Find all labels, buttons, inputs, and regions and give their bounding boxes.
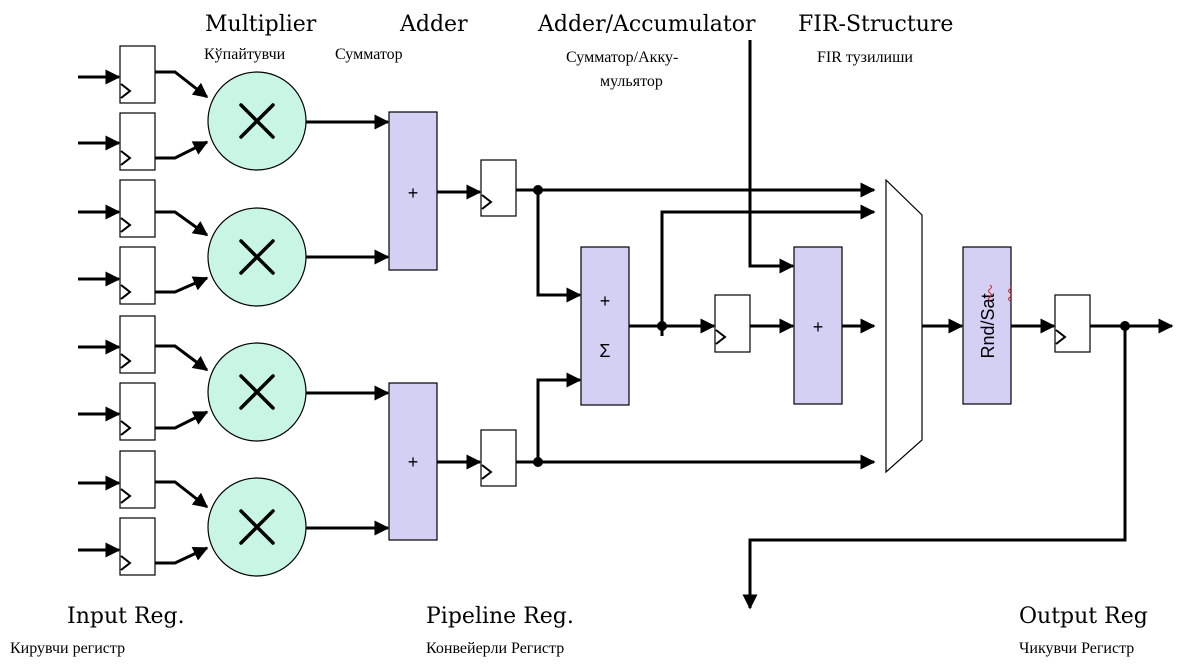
output-routing	[742, 318, 1174, 610]
label-multiplier: Multiplier	[205, 12, 317, 37]
adder-symbol: +	[408, 452, 419, 472]
adder-symbol: +	[408, 183, 419, 203]
input-register	[119, 45, 156, 104]
input-register	[119, 112, 156, 171]
accumulator-sigma: Σ	[599, 341, 610, 361]
pipeline-routing	[516, 182, 876, 470]
label-accumulator: Adder/Accumulator	[537, 12, 756, 37]
rnd-sat-block: Rnd/Sat	[962, 246, 1012, 405]
label-fir-ru: FIR тузилиши	[817, 49, 913, 66]
register-to-multiplier-wires	[155, 70, 209, 565]
rnd-sat-label: Rnd/Sat	[978, 293, 998, 358]
label-input-reg: Input Reg.	[67, 604, 185, 629]
label-adder-ru: Сумматор	[335, 46, 403, 63]
input-register	[119, 382, 156, 441]
label-fir-structure: FIR-Structure	[798, 12, 953, 37]
multiplier	[207, 207, 307, 307]
pipeline-register	[480, 429, 517, 487]
label-input-reg-ru: Кирувчи регистр	[10, 640, 125, 657]
pipeline-register	[480, 159, 517, 217]
label-output-reg-ru: Чикувчи Регистр	[1019, 640, 1134, 657]
input-register	[119, 517, 156, 576]
adder-top: +	[388, 111, 438, 271]
input-register	[119, 246, 156, 305]
label-pipeline-reg: Pipeline Reg.	[426, 604, 574, 629]
accumulator-routing	[629, 204, 876, 336]
adder-symbol: +	[813, 317, 824, 337]
input-register	[119, 315, 156, 374]
adder-bottom: +	[388, 382, 438, 541]
output-register	[1054, 294, 1091, 353]
input-register	[119, 179, 156, 238]
accumulator-plus: +	[600, 291, 611, 311]
adder-accumulator: + Σ	[580, 246, 630, 406]
label-accumulator-ru-2: мульятор	[600, 73, 663, 90]
adder-fir: +	[793, 246, 843, 405]
multiplier	[207, 71, 307, 171]
label-accumulator-ru-1: Сумматор/Акку-	[566, 49, 678, 66]
label-adder: Adder	[399, 12, 468, 37]
input-register	[119, 450, 156, 509]
multiplier-to-adder-wires	[306, 114, 390, 536]
label-pipeline-reg-ru: Конвейерли Регистр	[426, 640, 564, 657]
label-output-reg: Output Reg	[1019, 604, 1148, 629]
multiplier	[207, 477, 307, 577]
multiplier	[207, 342, 307, 442]
label-multiplier-ru: Кўпайтувчи	[204, 46, 286, 63]
input-arrows	[78, 69, 121, 558]
output-multiplexer	[885, 178, 923, 474]
pipeline-register	[714, 294, 751, 353]
cascade-input-wire	[748, 40, 795, 274]
